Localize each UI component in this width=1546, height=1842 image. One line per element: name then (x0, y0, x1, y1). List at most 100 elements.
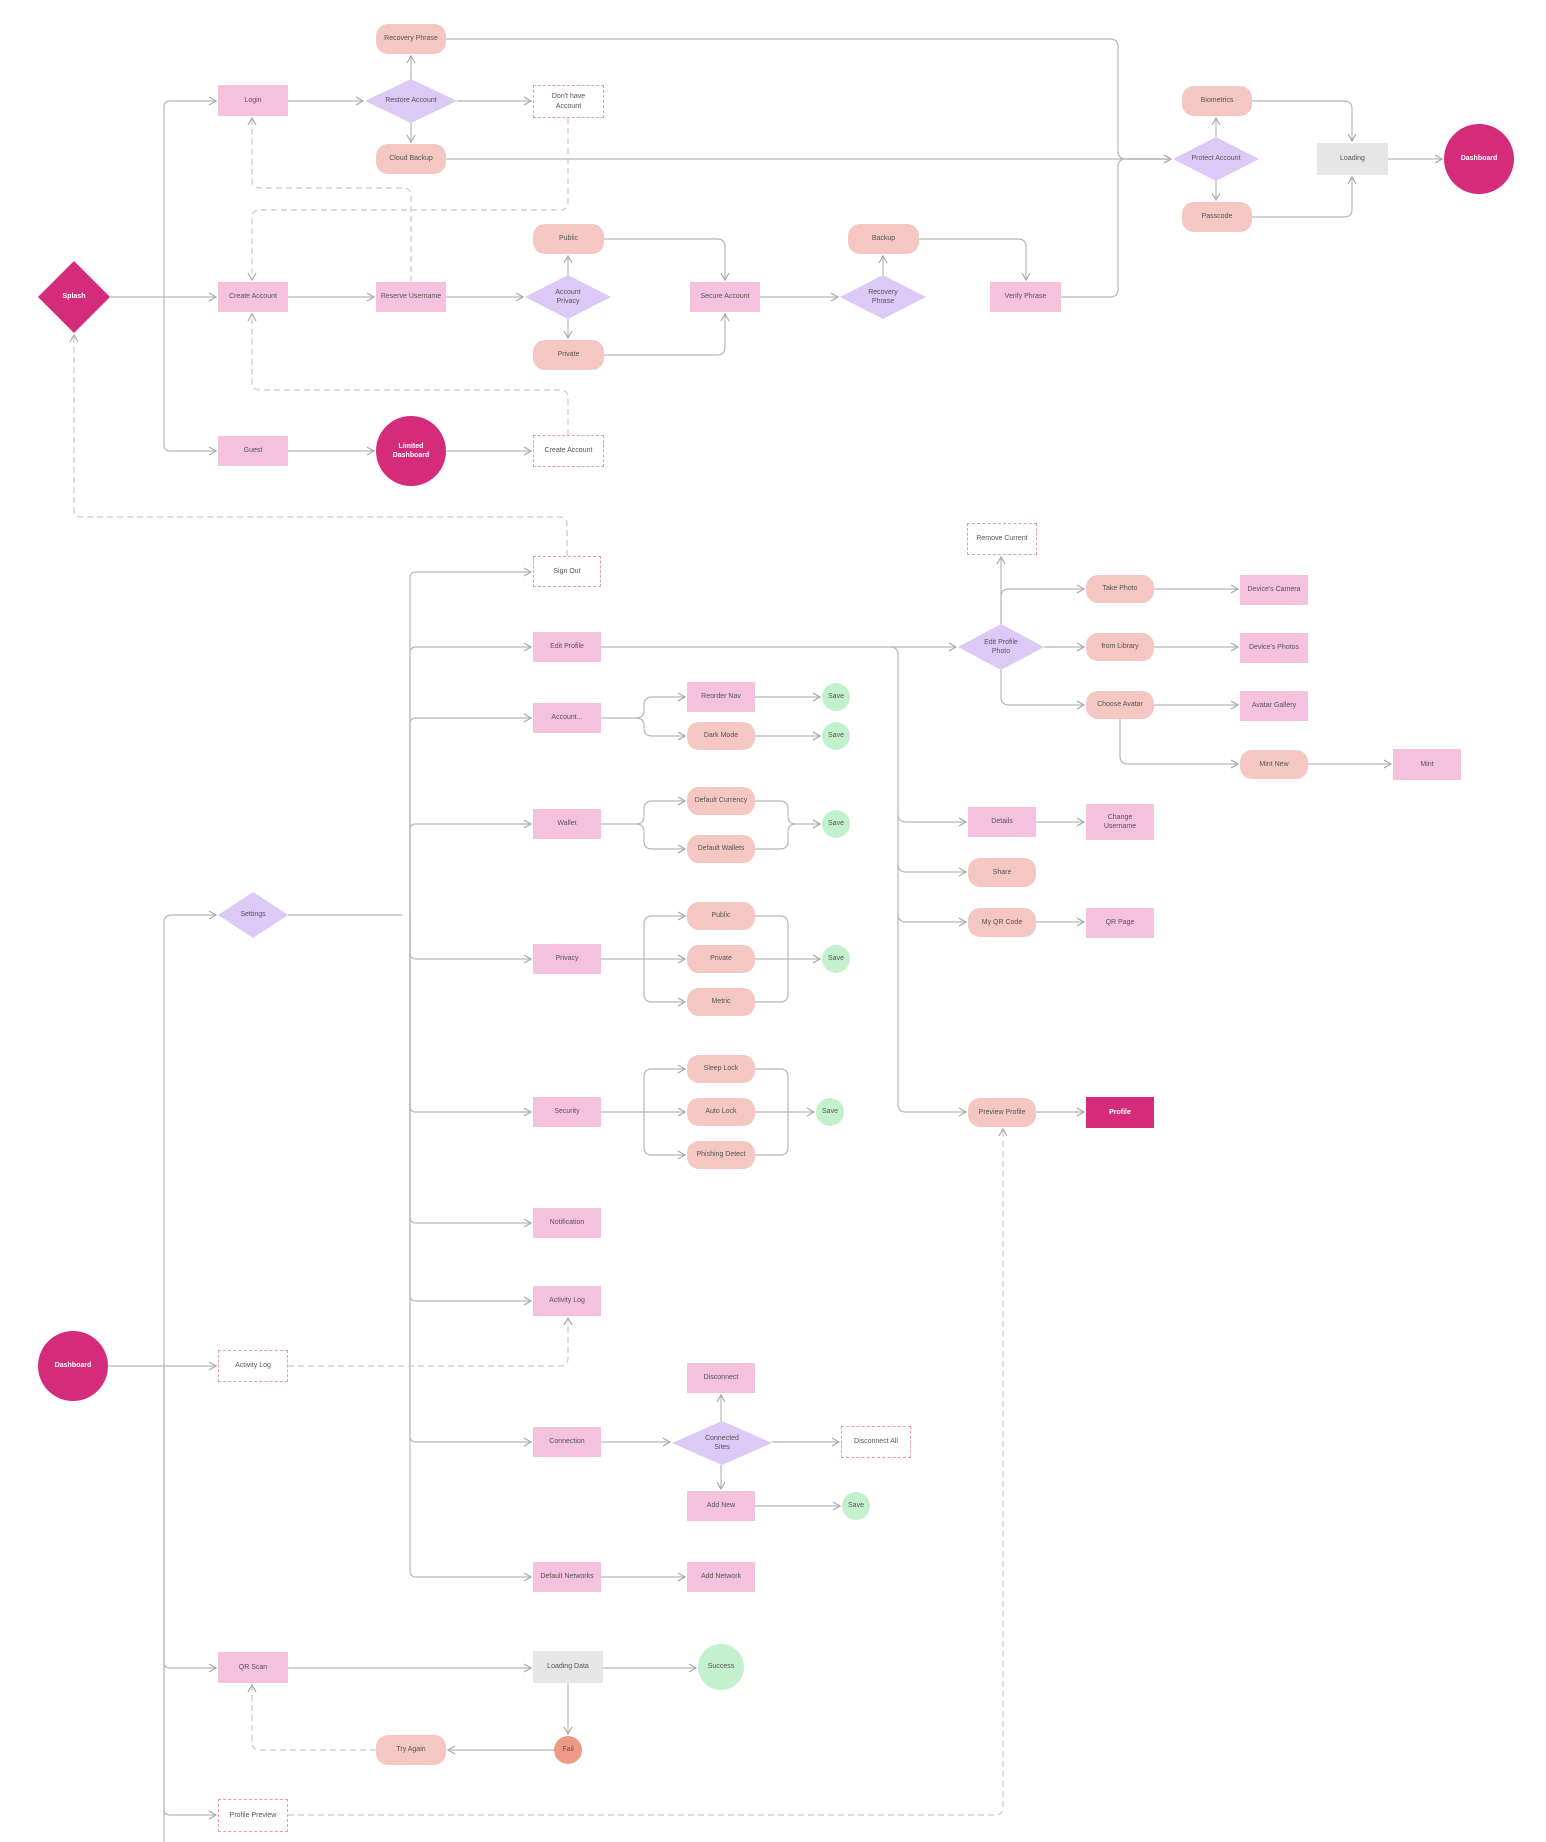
node-save-security[interactable]: Save (816, 1098, 844, 1126)
node-label: Success (707, 1663, 735, 1671)
node-cloud-backup[interactable]: Cloud Backup (376, 144, 446, 174)
node-default-networks[interactable]: Default Networks (533, 1562, 601, 1592)
node-protect-account[interactable]: Protect Account (1173, 137, 1259, 181)
connector-42 (409, 819, 533, 915)
node-from-library[interactable]: from Library (1086, 633, 1154, 661)
node-change-username[interactable]: Change Username (1086, 804, 1154, 840)
node-share[interactable]: Share (968, 858, 1036, 887)
node-recovery-phrase-decision[interactable]: Recovery Phrase (840, 275, 926, 319)
node-privacy-public[interactable]: Public (687, 902, 755, 930)
node-guest[interactable]: Guest (218, 436, 288, 466)
node-account-privacy[interactable]: Account Privacy (525, 275, 611, 319)
node-details[interactable]: Details (968, 807, 1036, 837)
node-security[interactable]: Security (533, 1097, 601, 1127)
node-create-account-guest[interactable]: Create Account (533, 435, 604, 467)
connector-16 (604, 238, 730, 282)
node-save-dark-mode[interactable]: Save (822, 722, 850, 750)
node-profile-preview[interactable]: Profile Preview (218, 1799, 288, 1832)
node-edit-profile-photo[interactable]: Edit Profile Photo (958, 624, 1044, 670)
node-label: Restore Account (385, 97, 437, 105)
connector-45 (409, 915, 533, 1228)
node-phishing-detect[interactable]: Phishing Detect (687, 1141, 755, 1169)
node-activity-log[interactable]: Activity Log (533, 1286, 601, 1316)
node-add-new[interactable]: Add New (687, 1491, 755, 1521)
node-save-add-new[interactable]: Save (842, 1492, 870, 1520)
node-biometrics[interactable]: Biometrics (1182, 86, 1252, 116)
node-devices-camera[interactable]: Device's Camera (1240, 575, 1308, 605)
node-profile[interactable]: Profile (1086, 1097, 1154, 1128)
node-connection[interactable]: Connection (533, 1427, 601, 1457)
node-save-privacy[interactable]: Save (822, 945, 850, 973)
node-secure-account[interactable]: Secure Account (690, 282, 760, 312)
node-avatar-gallery[interactable]: Avatar Gallery (1240, 691, 1308, 721)
node-notification[interactable]: Notification (533, 1208, 601, 1238)
node-my-qr-code[interactable]: My QR Code (968, 908, 1036, 937)
node-account-nav[interactable]: Account... (533, 703, 601, 733)
node-label: Device's Photos (1249, 644, 1299, 652)
node-ap-public[interactable]: Public (533, 224, 604, 254)
node-dashboard-top[interactable]: Dashboard (1444, 124, 1514, 194)
node-privacy[interactable]: Privacy (533, 944, 601, 974)
node-backup[interactable]: Backup (848, 224, 919, 254)
node-sleep-lock[interactable]: Sleep Lock (687, 1055, 755, 1083)
node-label: Activity Log (235, 1362, 271, 1370)
node-passcode[interactable]: Passcode (1182, 202, 1252, 232)
connector-98 (897, 813, 968, 827)
node-reserve-username[interactable]: Reserve Username (376, 282, 446, 312)
node-label: Save (828, 820, 844, 828)
node-label: Share (992, 868, 1012, 876)
node-disconnect-all[interactable]: Disconnect All (841, 1426, 911, 1458)
node-label: Loading (1340, 155, 1365, 163)
node-label: Protect Account (1191, 155, 1241, 163)
node-label: Don't have Account (551, 93, 586, 110)
node-qr-page[interactable]: QR Page (1086, 908, 1154, 938)
node-mint-new[interactable]: Mint New (1240, 750, 1308, 779)
node-try-again[interactable]: Try Again (376, 1735, 446, 1765)
node-restore-account[interactable]: Restore Account (365, 79, 457, 123)
node-save-reorder[interactable]: Save (822, 683, 850, 711)
node-auto-lock[interactable]: Auto Lock (687, 1098, 755, 1126)
node-create-account[interactable]: Create Account (218, 282, 288, 312)
node-splash[interactable]: Splash (38, 261, 110, 333)
node-preview-profile[interactable]: Preview Profile (968, 1098, 1036, 1127)
node-devices-photos[interactable]: Device's Photos (1240, 633, 1308, 663)
node-loading-data[interactable]: Loading Data (533, 1651, 603, 1683)
node-save-wallet[interactable]: Save (822, 810, 850, 838)
node-privacy-metric[interactable]: Metric (687, 988, 755, 1016)
node-qr-scan[interactable]: QR Scan (218, 1652, 288, 1683)
node-fail[interactable]: Fail (554, 1736, 582, 1764)
node-label: Remove Current (976, 535, 1028, 543)
node-reorder-nav[interactable]: Reorder Nav (687, 682, 755, 712)
node-take-photo[interactable]: Take Photo (1086, 575, 1154, 603)
node-disconnect[interactable]: Disconnect (687, 1363, 755, 1393)
node-default-wallets[interactable]: Default Wallets (687, 835, 755, 863)
node-add-network[interactable]: Add Network (687, 1562, 755, 1592)
node-label: Auto Lock (705, 1108, 737, 1116)
node-settings[interactable]: Settings (218, 892, 288, 938)
node-success[interactable]: Success (698, 1644, 744, 1690)
connector-48 (409, 915, 533, 1582)
node-ap-private[interactable]: Private (533, 340, 604, 370)
node-connected-sites[interactable]: Connected Sites (672, 1421, 772, 1465)
node-label: Take Photo (1102, 585, 1138, 593)
node-dashboard-main[interactable]: Dashboard (38, 1331, 108, 1401)
node-label: Login (244, 96, 262, 104)
node-activity-log-dash[interactable]: Activity Log (218, 1350, 288, 1382)
node-default-currency[interactable]: Default Currency (687, 787, 755, 815)
node-choose-avatar[interactable]: Choose Avatar (1086, 691, 1154, 719)
node-edit-profile[interactable]: Edit Profile (533, 632, 601, 662)
node-sign-out[interactable]: Sign Out (533, 556, 601, 587)
node-limited-dashboard[interactable]: Limited Dashboard (376, 416, 446, 486)
node-label: Try Again (396, 1746, 426, 1754)
node-privacy-private[interactable]: Private (687, 945, 755, 973)
node-dont-have-account[interactable]: Don't have Account (533, 85, 604, 118)
node-dark-mode[interactable]: Dark Mode (687, 722, 755, 750)
node-wallet[interactable]: Wallet (533, 809, 601, 839)
node-recovery-phrase[interactable]: Recovery Phrase (376, 24, 446, 54)
node-label: Backup (871, 235, 896, 243)
node-verify-phrase[interactable]: Verify Phrase (990, 282, 1061, 312)
node-loading[interactable]: Loading (1317, 143, 1388, 175)
node-login[interactable]: Login (218, 85, 288, 116)
node-mint[interactable]: Mint (1393, 749, 1461, 780)
node-remove-current[interactable]: Remove Current (967, 523, 1037, 555)
